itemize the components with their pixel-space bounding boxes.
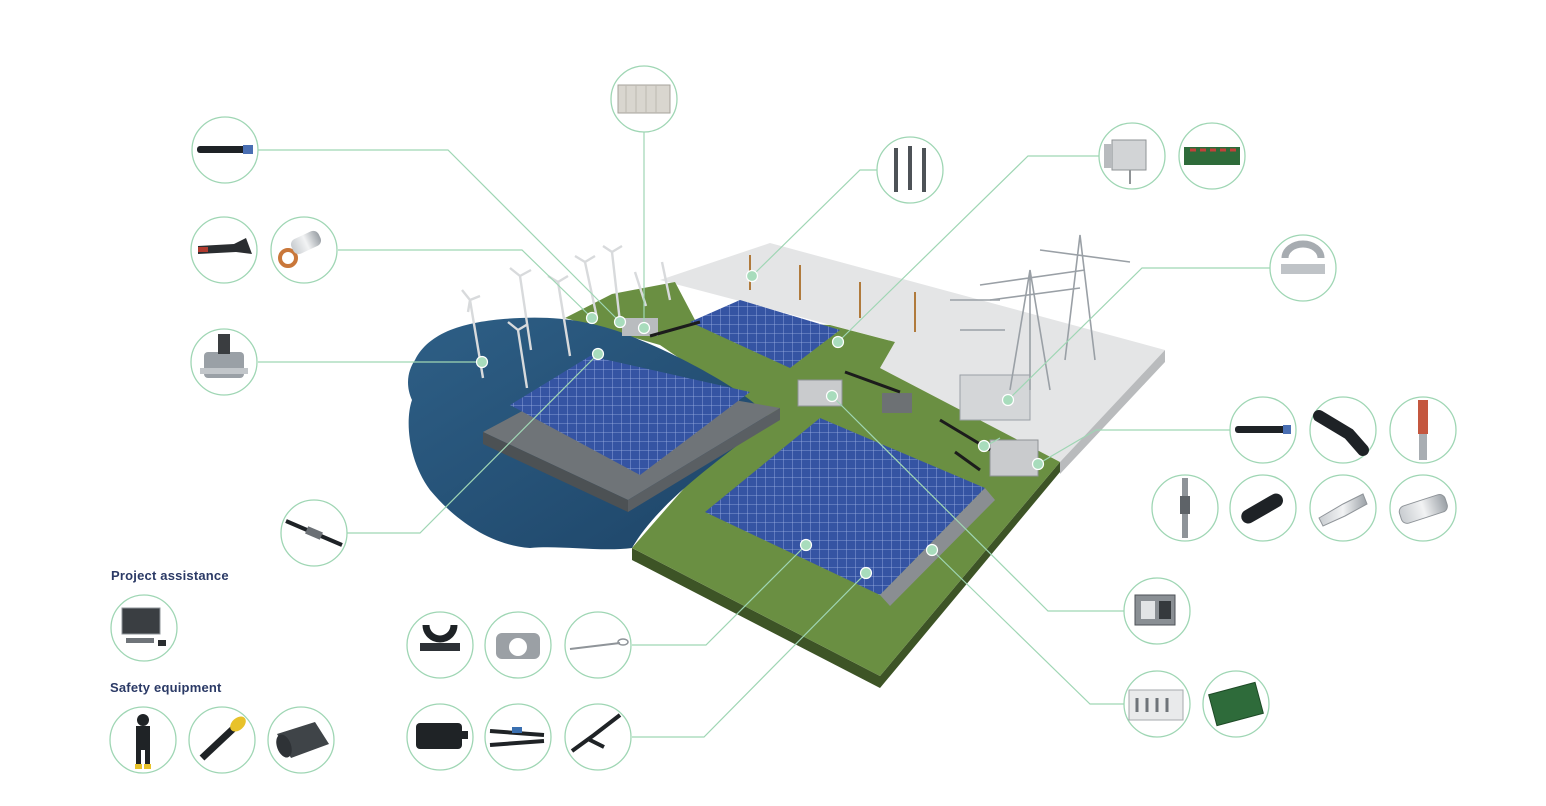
upper-pv-array (690, 300, 840, 368)
detector-icon (199, 716, 246, 761)
insulating-mat-product[interactable] (267, 706, 335, 774)
project-assistance-heading: Project assistance (111, 568, 229, 583)
lug-icon (278, 230, 321, 268)
cabinet-icon (1104, 139, 1147, 184)
tie-wire-icon (569, 638, 629, 650)
location-markers (475, 269, 1045, 580)
combiner-box-icon (1134, 594, 1176, 626)
string-combiner-product[interactable] (1123, 577, 1191, 645)
cable-cleat-icon (420, 624, 460, 651)
floating-pv-array (510, 356, 750, 475)
insulator-icon (894, 146, 926, 192)
cable-cleat-product[interactable] (406, 611, 474, 679)
branch-connector-icon (489, 727, 545, 747)
mechanical-lug-product[interactable] (1309, 474, 1377, 542)
y-branch-connector-product[interactable] (484, 703, 552, 771)
inverter-icon (1128, 689, 1184, 721)
crimp-tool-icon (198, 238, 252, 254)
computer-support-product[interactable] (110, 594, 178, 662)
clamp-icon (1281, 240, 1325, 274)
splice-icon (285, 519, 343, 547)
stress-cone-icon (1180, 478, 1190, 538)
monitoring-board-product[interactable] (1202, 670, 1270, 738)
copper-terminal-product[interactable] (1389, 396, 1457, 464)
protection-board-product[interactable] (1178, 122, 1246, 190)
cable-termination-product[interactable] (1229, 396, 1297, 464)
substation-buildings (622, 318, 1039, 477)
inline-splice-product[interactable] (280, 499, 348, 567)
bushing-plug-product[interactable] (1229, 474, 1297, 542)
mat-icon (276, 722, 329, 758)
flange-connector-icon (200, 334, 248, 378)
cable-accessory-product[interactable] (191, 116, 259, 184)
transmission-towers (950, 234, 1131, 391)
stress-cone-product[interactable] (1151, 474, 1219, 542)
control-cabinet-product[interactable] (1098, 122, 1166, 190)
container-icon (617, 84, 671, 114)
overhead-insulators-product[interactable] (876, 136, 944, 204)
elbow-connector-product[interactable] (1309, 396, 1377, 464)
pipe-clamp-icon (496, 633, 540, 659)
circuit-board-icon (1184, 147, 1240, 165)
busbar-clamp-product[interactable] (1269, 234, 1337, 302)
pcb-icon (1208, 681, 1264, 727)
junction-box-product[interactable] (406, 703, 474, 771)
mechanical-lug-icon (1318, 493, 1368, 527)
prefab-substation-product[interactable] (610, 65, 678, 133)
computer-icon (121, 607, 166, 646)
termination-icon (1235, 425, 1291, 434)
main-pv-array (705, 418, 995, 606)
pv-connector-icon (570, 713, 622, 753)
pv-connector-product[interactable] (564, 703, 632, 771)
pipe-clamp-product[interactable] (484, 611, 552, 679)
safety-equipment-heading: Safety equipment (110, 680, 222, 695)
tie-wire-product[interactable] (564, 611, 632, 679)
crimp-tool-product[interactable] (190, 216, 258, 284)
substation-pavement (660, 243, 1165, 462)
leader-lines (258, 132, 1270, 738)
mechanical-connector-icon (1398, 494, 1448, 524)
junction-box-icon (416, 723, 468, 749)
elbow-connector-icon (1313, 410, 1369, 456)
bushing-plug-icon (1241, 493, 1283, 524)
inverter-product[interactable] (1123, 670, 1191, 738)
flange-connector-product[interactable] (190, 328, 258, 396)
protective-suit-product[interactable] (109, 706, 177, 774)
copper-terminal-icon (1418, 400, 1428, 460)
suit-icon (135, 714, 151, 769)
cable-accessory-icon (197, 145, 253, 154)
cable-lug-product[interactable] (270, 216, 338, 284)
mechanical-connector-product[interactable] (1389, 474, 1457, 542)
voltage-detector-product[interactable] (188, 706, 256, 774)
